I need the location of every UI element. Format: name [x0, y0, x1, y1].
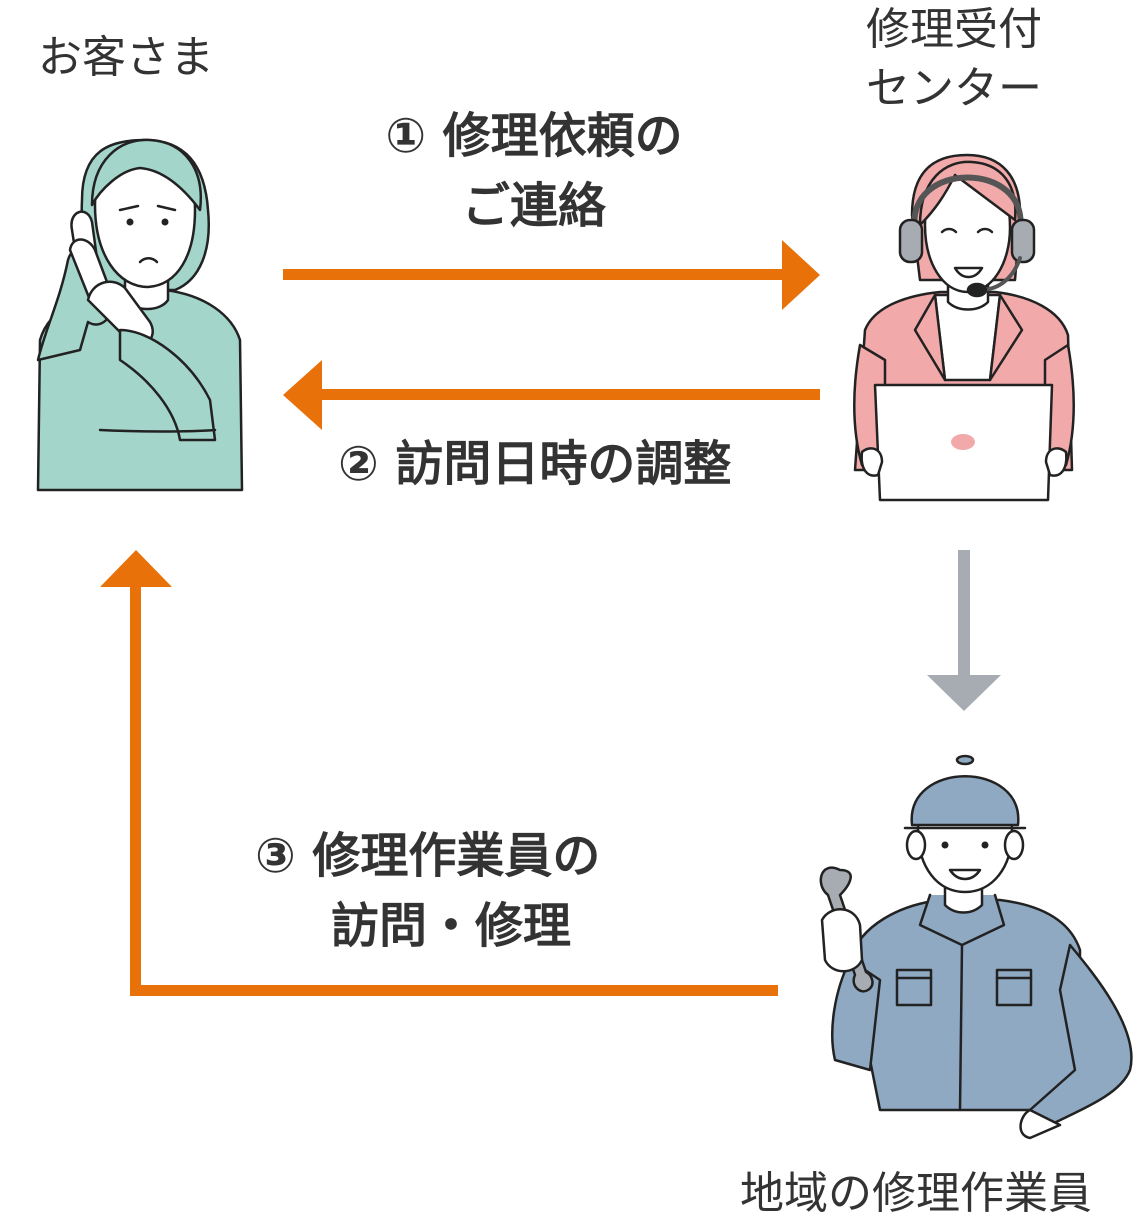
step2-label-text: ② 訪問日時の調整 — [338, 436, 732, 492]
operator-illustration — [853, 153, 1075, 502]
step3-label-line2: 訪問・修理 — [331, 897, 572, 954]
arrow-dispatch — [927, 550, 1001, 711]
center-label-line2: センター — [866, 63, 1042, 115]
arrow-step2 — [283, 360, 820, 430]
customer-label: お客さま — [38, 28, 214, 87]
customer-label-text: お客さま — [38, 32, 214, 83]
center-label-line1: 修理受付 — [866, 4, 1042, 55]
arrow-step3 — [100, 550, 778, 996]
worker-illustration — [819, 754, 1133, 1140]
step1-label-line1: ① 修理依頼の — [385, 108, 683, 164]
arrow-step1 — [283, 240, 820, 310]
center-label: 修理受付 センター — [866, 0, 1042, 119]
step2-label: ② 訪問日時の調整 — [338, 430, 731, 500]
step1-label: ① 修理依頼の ご連絡 — [364, 102, 704, 241]
worker-label: 地域の修理作業員 — [740, 1164, 1092, 1220]
worker-label-text: 地域の修理作業員 — [740, 1168, 1092, 1219]
customer-illustration — [36, 138, 244, 492]
step3-label-line1: ③ 修理作業員の — [255, 828, 601, 884]
step3-label: ③ 修理作業員の 訪問・修理 — [255, 822, 600, 961]
step1-label-line2: ご連絡 — [461, 177, 606, 234]
